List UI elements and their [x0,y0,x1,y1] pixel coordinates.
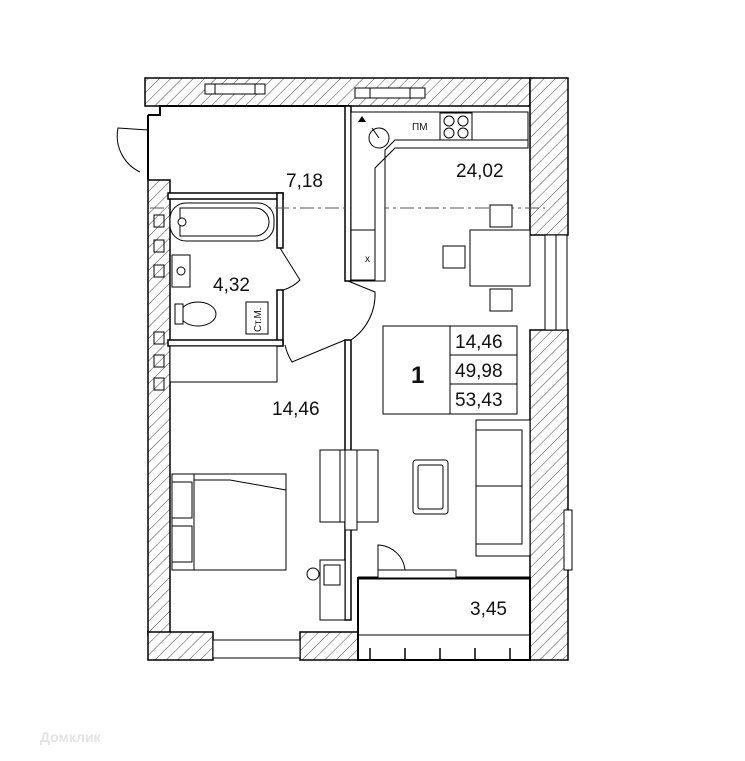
balcony-area: 3,45 [470,599,507,620]
bathroom-area: 4,32 [213,275,250,296]
bathroom-fixtures [169,202,275,335]
bathroom-door [279,247,301,291]
total-area-value: 49,98 [455,361,503,382]
bottom-wall-mid [299,631,359,661]
doors [116,127,406,571]
refrigerator-label: х [365,254,370,265]
living-area-value: 14,46 [455,332,503,353]
bedroom-door [284,339,346,363]
top-windows [204,83,426,99]
bathroom-bottom-wall [167,339,284,347]
bedroom-furniture [171,473,346,621]
wardrobe [169,345,278,383]
hall-area: 7,18 [286,171,323,192]
dishwasher-label: ПМ [412,122,428,133]
riser-label: Ст.М. [253,307,264,332]
toilet [179,301,217,327]
chair-bottom [489,288,513,312]
apartment-info-table [382,325,518,415]
top-wall [144,77,531,107]
right-window-lower [563,509,573,571]
balcony-door [377,544,406,571]
bathroom-right-wall-low [276,289,284,346]
right-wall-upper [529,77,569,236]
chair-left [442,245,466,269]
bathroom-top-wall [167,192,284,200]
partition-kitchen [344,105,352,282]
bathtub-inner [179,207,270,237]
riser [245,301,269,335]
entry-door [116,127,149,173]
bottom-wall-left [147,631,214,661]
kitchen-door [347,280,376,341]
bottom-window [212,639,301,659]
bedroom-area: 14,46 [272,399,320,420]
dining-table [469,229,531,287]
right-wall-lower [529,329,569,661]
kitchen-furniture [350,111,531,312]
bathroom-right-wall [276,192,284,249]
interior-walls [147,105,573,661]
total-with-balcony-value: 53,43 [455,390,503,411]
refrigerator [350,229,376,281]
rooms-count: 1 [411,362,424,389]
left-wall [147,179,171,636]
living-furniture [319,419,531,557]
kitchen-living-area: 24,02 [456,161,504,182]
watermark: Домклик [40,729,102,745]
chair-top [489,204,513,228]
